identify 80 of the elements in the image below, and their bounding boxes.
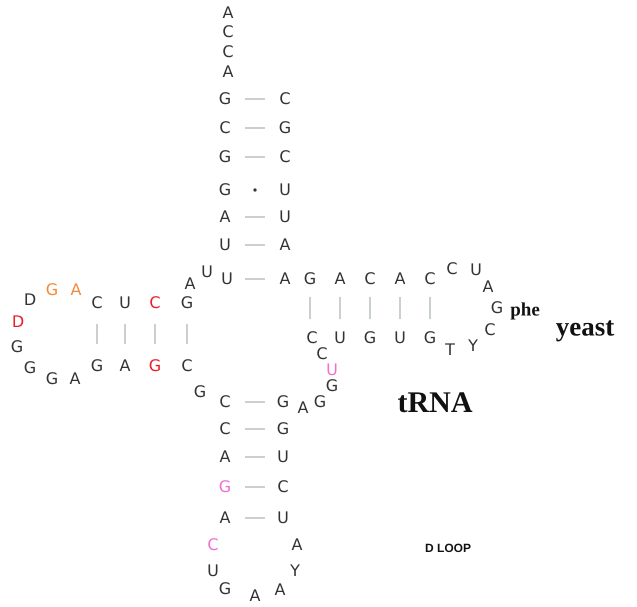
nucleotide-letter: G <box>326 378 338 394</box>
nucleotide-letter: A <box>394 271 406 287</box>
nucleotide-letter: U <box>201 264 213 280</box>
nucleotide-letter: C <box>446 261 458 277</box>
nucleotide-letter: G <box>90 358 104 374</box>
molecule-label: tRNA <box>398 388 472 418</box>
nucleotide-letter: U <box>119 295 131 311</box>
nucleotide-letter: G <box>218 182 232 198</box>
nucleotide-letter: A <box>222 64 234 80</box>
nucleotide-letter: C <box>181 358 193 374</box>
nucleotide-letter: U <box>470 262 482 278</box>
nucleotide-letter: A <box>184 276 196 292</box>
nucleotide-letter: U <box>394 330 406 346</box>
nucleotide-letter: C <box>219 394 231 410</box>
nucleotide-letter: A <box>334 271 346 287</box>
nucleotide-letter: C <box>364 271 376 287</box>
nucleotide-letter: A <box>250 588 260 604</box>
nucleotide-letter: U <box>219 237 231 253</box>
nucleotide-letter: G <box>218 581 232 597</box>
nucleotide-letter: A <box>220 209 230 225</box>
nucleotide-letter: T <box>445 342 455 358</box>
nucleotide-letter: D <box>24 292 36 308</box>
nucleotide-letter: G <box>46 371 58 387</box>
region-label: D LOOP <box>425 542 471 554</box>
nucleotide-letter: A <box>280 271 290 287</box>
nucleotide-letter: G <box>218 91 232 107</box>
nucleotide-letter: Y <box>290 563 300 579</box>
nucleotide-letter: C <box>277 479 289 495</box>
nucleotide-letter: G <box>218 149 232 165</box>
nucleotide-letter: C <box>91 295 103 311</box>
nucleotide-letter: C <box>279 91 291 107</box>
nucleotide-letter: U <box>277 510 289 526</box>
nucleotide-letter: A <box>120 358 130 374</box>
nucleotide-letter: G <box>424 330 436 346</box>
nucleotide-letter: A <box>222 5 234 21</box>
nucleotide-letter: U <box>221 271 233 287</box>
nucleotide-letter: C <box>279 149 291 165</box>
nucleotide-letter: G <box>278 120 292 136</box>
nucleotide-letter: G <box>490 300 504 316</box>
nucleotide-letter: C <box>306 330 318 346</box>
nucleotide-letter: A <box>274 582 286 598</box>
nucleotide-letter: C <box>222 24 234 40</box>
nucleotide-letter: C <box>316 346 328 362</box>
nucleotide-letter: C <box>219 120 231 136</box>
nucleotide-letter: D <box>12 314 24 330</box>
nucleotide-letter: G <box>364 330 376 346</box>
nucleotide-letter: U <box>277 449 289 465</box>
nucleotide-letter: U <box>279 209 291 225</box>
nucleotide-letter: C <box>424 271 436 287</box>
nucleotide-letter: A <box>220 449 230 465</box>
nucleotide-letter: A <box>220 510 230 526</box>
nucleotide-letter: G <box>194 384 206 400</box>
nucleotide-letter: G <box>314 394 326 410</box>
nucleotide-letter: C <box>484 322 496 338</box>
nucleotide-letter: A <box>70 282 82 298</box>
nucleotide-letter: C <box>222 44 234 60</box>
nucleotide-letter: A <box>482 279 494 295</box>
nucleotide-letter: G <box>10 339 24 355</box>
nucleotide-letter: A <box>70 371 80 387</box>
nucleotide-letter: U <box>279 182 291 198</box>
species-label: yeast <box>556 314 614 340</box>
amino-acid-label: phe <box>510 300 540 320</box>
nucleotide-letter: C <box>207 537 219 553</box>
nucleotide-letter: G <box>24 360 36 376</box>
nucleotide-letter: G <box>218 479 232 495</box>
nucleotide-letter: G <box>148 358 162 374</box>
nucleotide-letter: C <box>219 421 231 437</box>
nucleotide-letter: A <box>298 400 308 416</box>
nucleotide-letter: U <box>207 563 219 579</box>
nucleotide-letter: G <box>304 271 316 287</box>
nucleotide-letter: U <box>334 330 346 346</box>
nucleotide-letter: C <box>149 295 161 311</box>
nucleotide-letter: A <box>292 537 302 553</box>
nucleotide-letter: G <box>276 421 290 437</box>
nucleotide-letter: G <box>276 394 290 410</box>
nucleotide-letter: U <box>326 362 338 378</box>
nucleotide-letter: Y <box>468 338 478 354</box>
nucleotide-letter: G <box>180 295 194 311</box>
nucleotide-letter: A <box>280 237 290 253</box>
nucleotide-letter: G <box>46 282 58 298</box>
